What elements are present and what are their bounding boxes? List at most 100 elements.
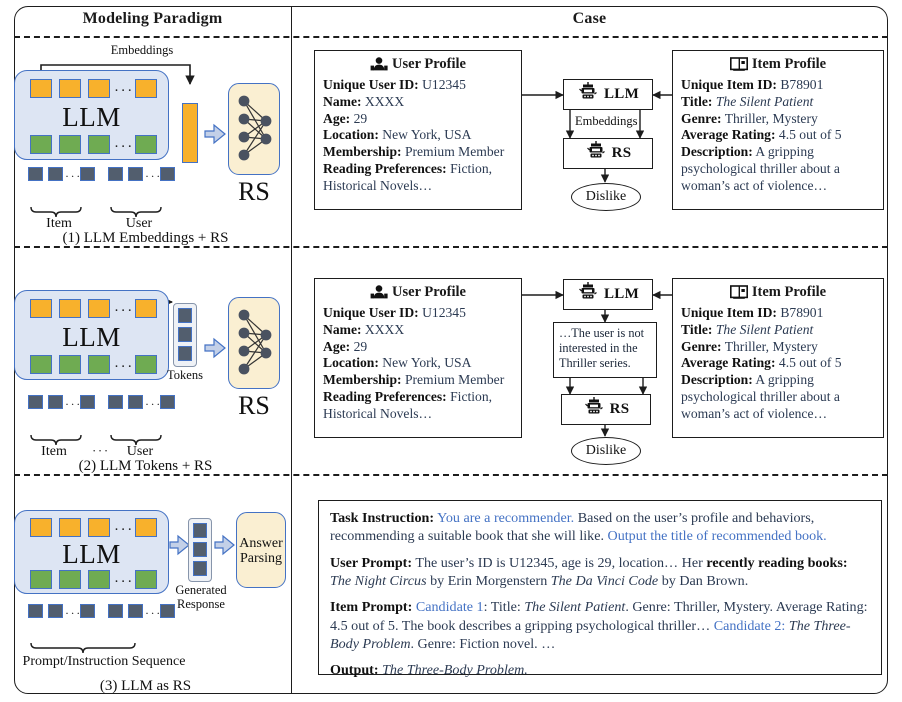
row2-token-orange-2 [59, 299, 81, 318]
row1-llm-node-label: LLM [603, 86, 640, 102]
row3-dots-orange: ··· [114, 522, 134, 538]
row3-token-orange-2 [59, 518, 81, 537]
row2-token-orange-1 [30, 299, 52, 318]
row2-token-orange-4 [135, 299, 157, 318]
row2-item-profile-title-text: Item Profile [751, 284, 827, 300]
row2-user-field-3: Location: New York, USA [323, 355, 472, 371]
row2-input-item-3 [80, 395, 95, 409]
row3-answer-parsing-box [236, 512, 286, 588]
row1-token-green-4 [135, 135, 157, 154]
output-line: Output: The Three-Body Problem. [330, 662, 528, 679]
row3-input-6 [160, 604, 175, 618]
row2-item-field-4: Description: A gripping psychological th… [681, 372, 840, 421]
row3-token-orange-1 [30, 518, 52, 537]
row2-rs-box [228, 297, 280, 389]
header-case: Case [572, 10, 607, 27]
row3-dots-seq-1: ··· [65, 606, 82, 620]
row1-item-field-1: Title: The Silent Patient [681, 93, 814, 109]
row3-prompt-panel: Task Instruction: You are a recommender.… [318, 500, 882, 678]
row3-generated-response-label: Generated Response [175, 583, 227, 611]
row1-item-field-3: Average Rating: 4.5 out of 5 [681, 127, 842, 143]
row2-tokens-label: Tokens [167, 368, 203, 382]
row1-user-field-0: Unique User ID: U12345 [323, 77, 466, 92]
row2-dots-item: ··· [65, 397, 82, 411]
row2-token-green-4 [135, 355, 157, 374]
row3-input-2 [48, 604, 63, 618]
row2-input-user-1 [108, 395, 123, 409]
row3-connectors [30, 534, 235, 654]
row2-user-profile-card: User Profile Unique User ID: U12345 Name… [314, 278, 522, 438]
row3-llm-label: LLM [62, 539, 121, 569]
row1-input-item-2 [48, 167, 63, 181]
row1-rs-label: RS [238, 177, 270, 206]
row2-item-label: Item [41, 444, 67, 459]
row1-user-field-5: Reading Preferences: Fiction, Historical… [323, 160, 493, 193]
row1-input-item-3 [80, 167, 95, 181]
row3-response-cell-1 [193, 523, 207, 538]
row2-token-orange-3 [88, 299, 110, 318]
row1-item-field-4: Description: A gripping psychological th… [681, 144, 840, 193]
row1-item-field-0: Unique Item ID: B78901 [681, 77, 824, 92]
row2-user-field-5: Reading Preferences: Fiction, Historical… [323, 388, 493, 421]
row2-input-item-1 [28, 395, 43, 409]
row1-user-label: User [125, 216, 153, 231]
row2-llm-node: LLM [563, 279, 653, 310]
row3-input-1 [28, 604, 43, 618]
row2-input-item-2 [48, 395, 63, 409]
row2-tokens-stack [173, 303, 197, 367]
row1-item-profile-title: Item Profile [681, 56, 875, 76]
row2-user-label: User [126, 444, 154, 459]
row1-input-user-1 [108, 167, 123, 181]
row2-separator [14, 474, 888, 476]
row1-dots-user: ··· [145, 169, 162, 183]
row3-token-green-2 [59, 570, 81, 589]
row2-generated-text-box: …The user is not interested in the Thril… [553, 322, 657, 378]
row1-user-field-4: Membership: Premium Member [323, 144, 505, 160]
row2-user-profile-title: User Profile [323, 284, 513, 304]
row3-caption: (3) LLM as RS [99, 678, 192, 694]
task-instruction-line: Task Instruction: You are a recommender.… [330, 510, 827, 545]
row2-llm-node-label: LLM [603, 286, 640, 302]
row1-input-item-1 [28, 167, 43, 181]
row3-input-3 [80, 604, 95, 618]
row1-user-field-1: Name: XXXX [323, 93, 405, 109]
row1-user-profile-title-text: User Profile [392, 56, 466, 72]
user-prompt-line: User Prompt: The user’s ID is U12345, ag… [330, 554, 848, 589]
row2-user-field-1: Name: XXXX [323, 321, 405, 337]
row3-token-orange-4 [135, 518, 157, 537]
row2-user-field-4: Membership: Premium Member [323, 372, 505, 388]
row3-token-green-1 [30, 570, 52, 589]
row3-response-cell-2 [193, 542, 207, 557]
row1-llm-node: LLM [563, 79, 653, 110]
header-separator [14, 36, 888, 38]
row1-separator [14, 246, 888, 248]
row2-rs-network [238, 309, 272, 375]
row2-caption: (2) LLM Tokens + RS [78, 458, 213, 474]
row1-embeddings-edge-label: Embeddings [574, 114, 639, 129]
user-icon [370, 57, 388, 76]
row3-answer-parsing-label: Answer Parsing [239, 536, 283, 567]
row1-input-user-3 [160, 167, 175, 181]
row1-item-profile-card: Item Profile Unique Item ID: B78901 Titl… [672, 50, 884, 210]
row2-input-user-3 [160, 395, 175, 409]
diagram-row3: ··· LLM ··· ··· ··· Prompt/Instruction S… [0, 496, 291, 696]
row1-result-dislike: Dislike [571, 183, 641, 211]
row2-rs-node: RS [561, 394, 651, 425]
row2-item-field-0: Unique Item ID: B78901 [681, 305, 824, 320]
row1-user-field-3: Location: New York, USA [323, 127, 472, 143]
row2-dots-middle: ··· [92, 443, 110, 458]
row1-token-orange-2 [59, 79, 81, 98]
row1-rs-network [238, 95, 272, 161]
header-modeling-paradigm: Modeling Paradigm [82, 10, 223, 27]
row1-dots-green: ··· [114, 139, 134, 155]
row2-rs-node-label: RS [609, 401, 630, 417]
robot-icon [577, 82, 599, 107]
row1-item-profile-title-text: Item Profile [751, 56, 827, 72]
book-icon [729, 57, 748, 76]
book-icon [729, 285, 748, 304]
row2-token-cell-3 [178, 346, 192, 361]
row2-token-cell-1 [178, 308, 192, 323]
row2-item-profile-title: Item Profile [681, 284, 875, 304]
row1-item-label: Item [46, 216, 72, 231]
